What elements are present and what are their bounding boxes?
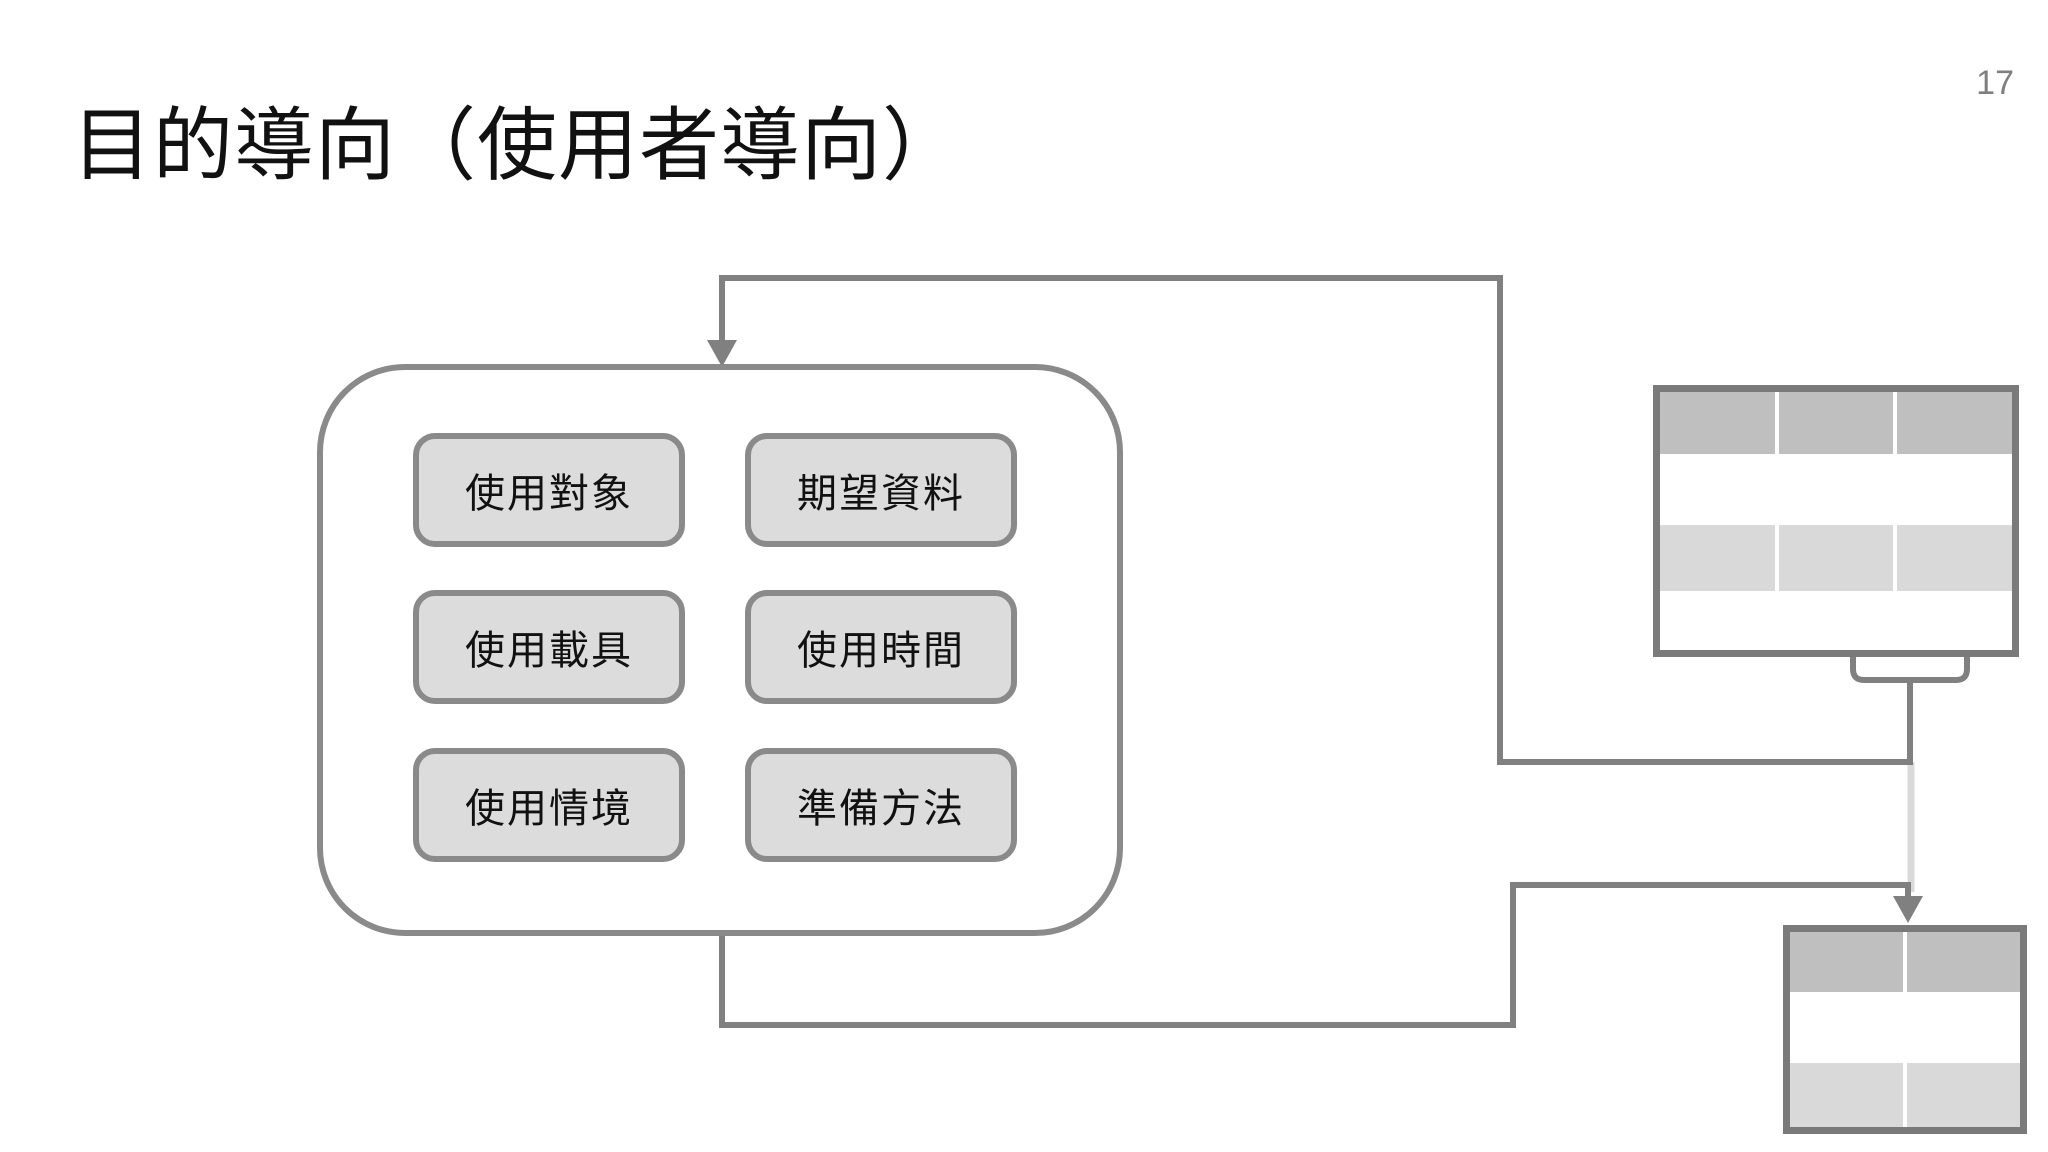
factor-box-usage-audience: 使用對象 xyxy=(413,433,685,547)
table-bracket xyxy=(1850,655,1970,683)
table-cell xyxy=(1897,392,2012,454)
mini-table-bottom-right xyxy=(1783,925,2027,1134)
table-row-shaded xyxy=(1790,1063,2020,1127)
table-cell xyxy=(1660,454,1775,525)
table-cell xyxy=(1897,454,2012,525)
factor-box-usage-context: 使用情境 xyxy=(413,748,685,862)
factor-box-label: 使用情境 xyxy=(465,787,633,831)
top-feedback-loop-line xyxy=(719,275,1913,765)
factor-box-label: 準備方法 xyxy=(797,787,965,831)
arrowhead-into-container-icon xyxy=(707,340,737,367)
arrowhead-into-table-icon xyxy=(1893,896,1923,923)
table-row-header xyxy=(1660,392,2012,454)
factor-box-preparation-method: 準備方法 xyxy=(745,748,1017,862)
table-row-blank xyxy=(1660,591,2012,650)
table-cell xyxy=(1660,591,1775,650)
table-cell xyxy=(1778,454,1894,525)
table-cell xyxy=(1897,591,2012,650)
table-cell xyxy=(1790,1063,1903,1127)
factor-box-label: 期望資料 xyxy=(797,472,965,516)
table-row-blank xyxy=(1790,992,2020,1063)
table-cell xyxy=(1907,932,2020,992)
slide-title: 目的導向（使用者導向） xyxy=(72,100,963,190)
table-cell xyxy=(1660,392,1775,454)
table-cell xyxy=(1790,932,1903,992)
table-cell xyxy=(1790,992,1903,1063)
factor-box-expected-data: 期望資料 xyxy=(745,433,1017,547)
factor-box-usage-time: 使用時間 xyxy=(745,590,1017,704)
table-row-header xyxy=(1790,932,2020,992)
table-row-blank xyxy=(1660,454,2012,525)
page-number: 17 xyxy=(1976,64,2014,102)
factor-box-label: 使用載具 xyxy=(465,629,633,673)
table-cell xyxy=(1778,392,1894,454)
table-cell xyxy=(1778,591,1894,650)
factor-box-label: 使用時間 xyxy=(797,629,965,673)
table-row-shaded xyxy=(1660,525,2012,591)
table-cell xyxy=(1907,992,2020,1063)
table-cell xyxy=(1897,525,2012,591)
table-cell xyxy=(1778,525,1894,591)
factor-box-usage-device: 使用載具 xyxy=(413,590,685,704)
table-cell xyxy=(1660,525,1775,591)
factor-box-label: 使用對象 xyxy=(465,472,633,516)
bottom-loop-line xyxy=(719,882,1911,1028)
mini-table-top-right xyxy=(1653,385,2019,657)
table-cell xyxy=(1907,1063,2020,1127)
